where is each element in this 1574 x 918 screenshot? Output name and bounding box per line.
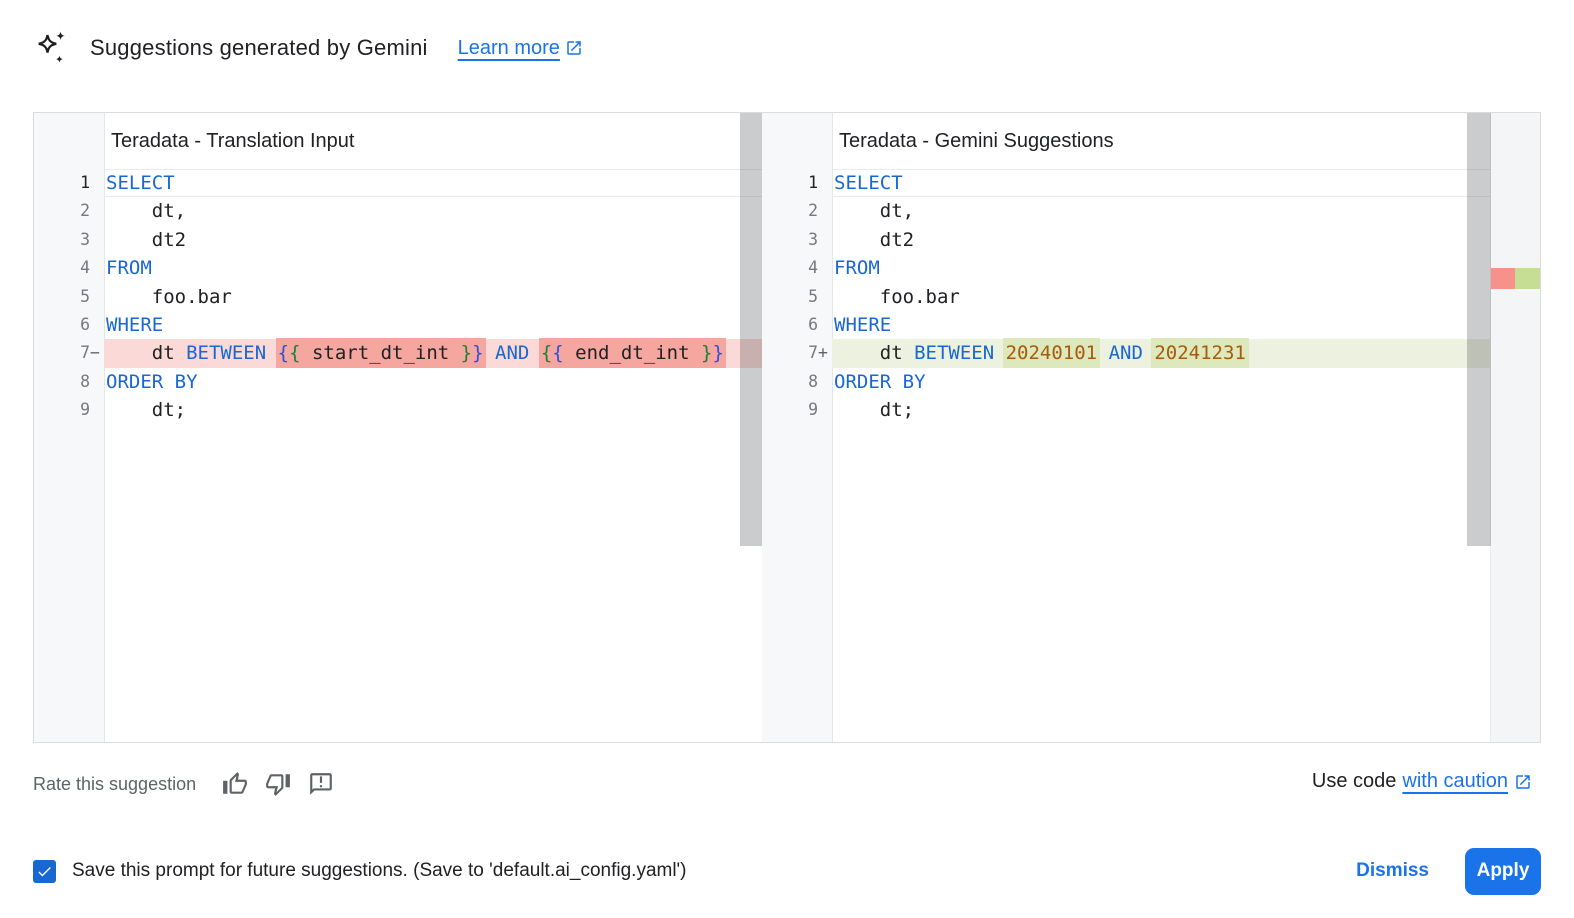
code-line: 6 WHERE bbox=[762, 311, 1540, 339]
code-text: SELECT bbox=[104, 169, 762, 197]
code-text: dt, bbox=[106, 200, 187, 223]
ruler-added-marker bbox=[1515, 268, 1540, 289]
line-number: 7− bbox=[80, 343, 100, 363]
code-line: 1 SELECT bbox=[762, 169, 1540, 197]
code-line: 5 foo.bar bbox=[34, 283, 762, 311]
rate-label: Rate this suggestion bbox=[33, 773, 197, 794]
diff-overview-ruler[interactable] bbox=[1490, 113, 1540, 742]
line-number: 8 bbox=[808, 371, 818, 391]
suggestions-header: Suggestions generated by Gemini Learn mo… bbox=[36, 28, 583, 68]
line-number: 6 bbox=[80, 314, 90, 334]
scrollbar-thumb[interactable] bbox=[740, 113, 762, 546]
code-text: foo.bar bbox=[106, 285, 232, 308]
dismiss-button[interactable]: Dismiss bbox=[1338, 850, 1447, 892]
code-text: WHERE bbox=[106, 313, 164, 336]
feedback-button[interactable] bbox=[308, 771, 334, 797]
code-text: dt2 bbox=[106, 228, 187, 251]
sparkle-icon bbox=[38, 31, 65, 63]
code-text: dt BETWEEN {{ start_dt_int }} AND {{ end… bbox=[104, 338, 762, 369]
line-number: 1 bbox=[808, 173, 818, 192]
rate-suggestion-bar: Rate this suggestion bbox=[33, 766, 351, 802]
line-number: 3 bbox=[80, 229, 90, 249]
code-text: dt; bbox=[106, 399, 187, 422]
external-link-icon bbox=[1516, 774, 1530, 789]
code-line: 9 dt; bbox=[762, 396, 1540, 424]
code-text: FROM bbox=[834, 257, 880, 280]
line-number: 9 bbox=[808, 400, 818, 420]
save-prompt-checkbox[interactable] bbox=[33, 859, 56, 883]
save-prompt-label: Save this prompt for future suggestions.… bbox=[72, 860, 687, 881]
thumb-down-button[interactable] bbox=[265, 771, 291, 797]
line-number-gutter bbox=[762, 113, 833, 742]
editor-title-left: Teradata - Translation Input bbox=[111, 130, 355, 152]
use-code-prefix: Use code bbox=[1311, 770, 1397, 792]
external-link-icon bbox=[567, 41, 581, 55]
code-line: 4 FROM bbox=[34, 254, 762, 282]
line-number: 7+ bbox=[808, 343, 828, 363]
line-number-gutter bbox=[34, 113, 105, 742]
line-number: 4 bbox=[80, 258, 90, 278]
code-text: SELECT bbox=[832, 169, 1540, 197]
code-line: 9 dt; bbox=[34, 396, 762, 424]
thumb-down-icon bbox=[266, 774, 291, 796]
code-text: WHERE bbox=[834, 313, 892, 336]
code-line: 8 ORDER BY bbox=[762, 368, 1540, 396]
apply-button[interactable]: Apply bbox=[1465, 847, 1541, 895]
scrollbar-thumb[interactable] bbox=[1467, 113, 1491, 546]
code-line: 5 foo.bar bbox=[762, 283, 1540, 311]
code-text: foo.bar bbox=[834, 285, 960, 308]
code-text: FROM bbox=[106, 257, 152, 280]
code-line: 3 dt2 bbox=[34, 226, 762, 254]
code-text: dt; bbox=[834, 399, 915, 422]
checkmark-icon bbox=[38, 866, 51, 876]
code-line: 1 SELECT bbox=[34, 169, 762, 197]
page-title: Suggestions generated by Gemini bbox=[90, 35, 428, 60]
line-number: 8 bbox=[80, 371, 90, 391]
code-line: 6 WHERE bbox=[34, 311, 762, 339]
ruler-removed-marker bbox=[1491, 268, 1515, 289]
editor-title-right: Teradata - Gemini Suggestions bbox=[839, 130, 1114, 152]
line-number: 6 bbox=[808, 314, 818, 334]
line-number: 1 bbox=[80, 173, 90, 192]
line-number: 9 bbox=[80, 400, 90, 420]
bottom-action-bar: Save this prompt for future suggestions.… bbox=[33, 845, 1541, 897]
with-caution-link[interactable]: with caution bbox=[1402, 770, 1508, 792]
code-text: dt2 bbox=[834, 228, 915, 251]
code-text: dt, bbox=[834, 200, 915, 223]
line-number: 2 bbox=[808, 201, 818, 221]
code-text: dt BETWEEN 20240101 AND 20241231 bbox=[832, 338, 1540, 369]
code-line: 3 dt2 bbox=[762, 226, 1540, 254]
dialog-buttons: Dismiss Apply bbox=[1338, 847, 1541, 895]
code-line: 8 ORDER BY bbox=[34, 368, 762, 396]
code-line: 4 FROM bbox=[762, 254, 1540, 282]
code-line: 2 dt, bbox=[762, 197, 1540, 225]
line-number: 5 bbox=[808, 286, 818, 306]
thumb-up-icon bbox=[223, 772, 248, 794]
line-number: 2 bbox=[80, 201, 90, 221]
line-number: 3 bbox=[808, 229, 818, 249]
use-code-notice: Use code with caution bbox=[1312, 770, 1532, 793]
code-line: 2 dt, bbox=[34, 197, 762, 225]
code-text: ORDER BY bbox=[834, 370, 926, 393]
code-line: 7− dt BETWEEN {{ start_dt_int }} AND {{ … bbox=[34, 338, 762, 369]
line-number: 5 bbox=[80, 286, 90, 306]
feedback-icon bbox=[310, 773, 332, 795]
line-number: 4 bbox=[808, 258, 818, 278]
thumb-up-button[interactable] bbox=[222, 771, 248, 797]
learn-more-link[interactable]: Learn more bbox=[458, 37, 583, 60]
code-text: ORDER BY bbox=[106, 370, 198, 393]
code-line: 7+ dt BETWEEN 20240101 AND 20241231 bbox=[762, 338, 1540, 369]
